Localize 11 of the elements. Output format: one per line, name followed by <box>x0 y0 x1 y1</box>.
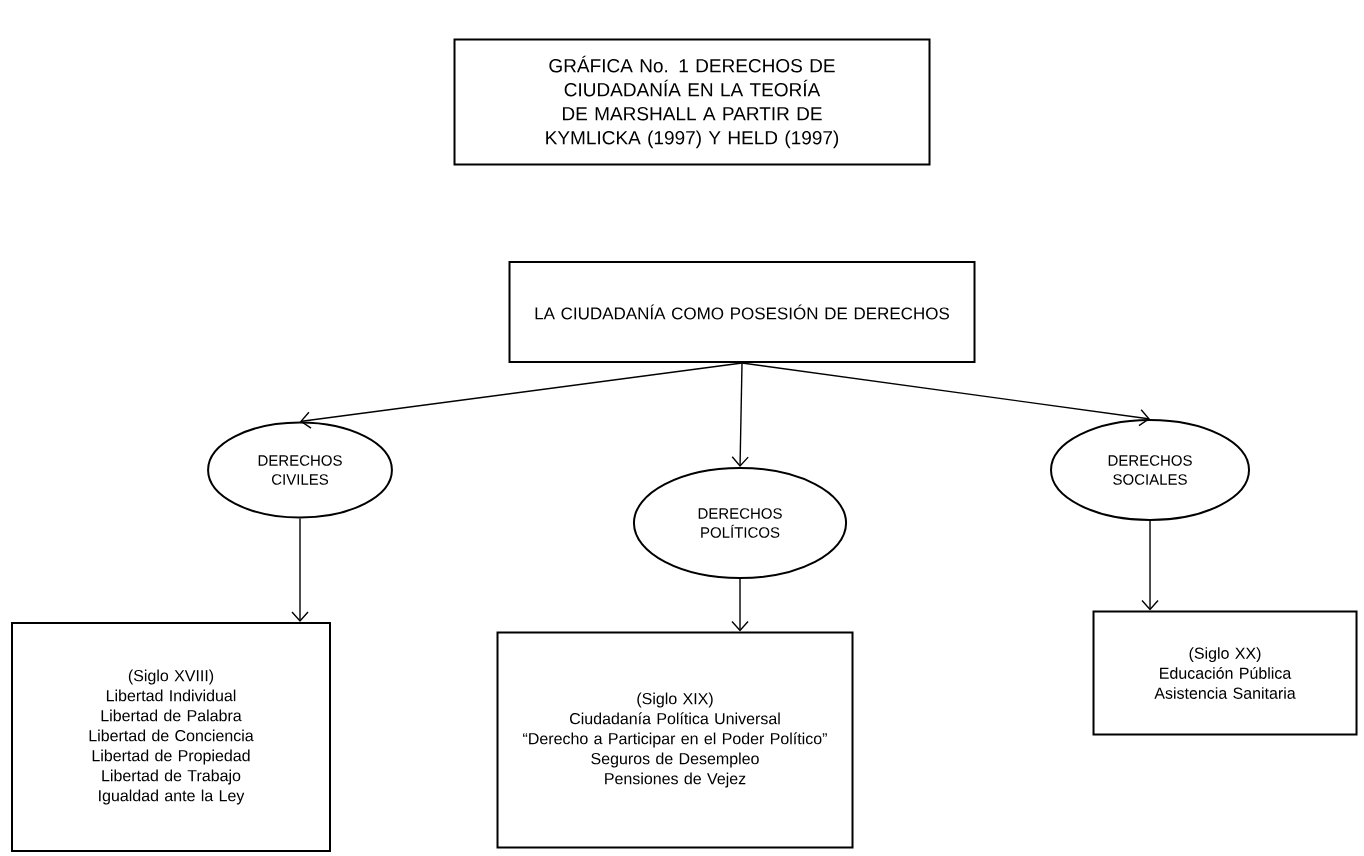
arrow <box>291 517 309 622</box>
rights-box: (Siglo XIX) Ciudadanía Política Universal “Derecho a Participar en el Poder Político” Seguros de Desempleo Pensiones de Vejez <box>496 631 854 849</box>
concept-box: LA CIUDADANÍA COMO POSESIÓN DE DERECHOS <box>508 261 976 363</box>
arrow <box>300 362 743 429</box>
arrow <box>731 362 749 467</box>
arrow <box>741 362 1151 427</box>
arrow <box>1141 520 1159 611</box>
rights-box: (Siglo XVIII) Libertad Individual Libertad de Palabra Libertad de Conciencia Libertad de Propiedad Libertad de Trabajo Igualdad ante la Ley <box>11 622 331 852</box>
rights-box: (Siglo XX) Educación Pública Asistencia Sanitaria <box>1092 610 1358 736</box>
arrow <box>731 578 749 632</box>
title-box: GRÁFICA No. 1 DERECHOS DE CIUDADANÍA EN LA TEORÍA DE MARSHALL A PARTIR DE KYMLICKA (1997) Y HELD (1997) <box>453 38 931 166</box>
